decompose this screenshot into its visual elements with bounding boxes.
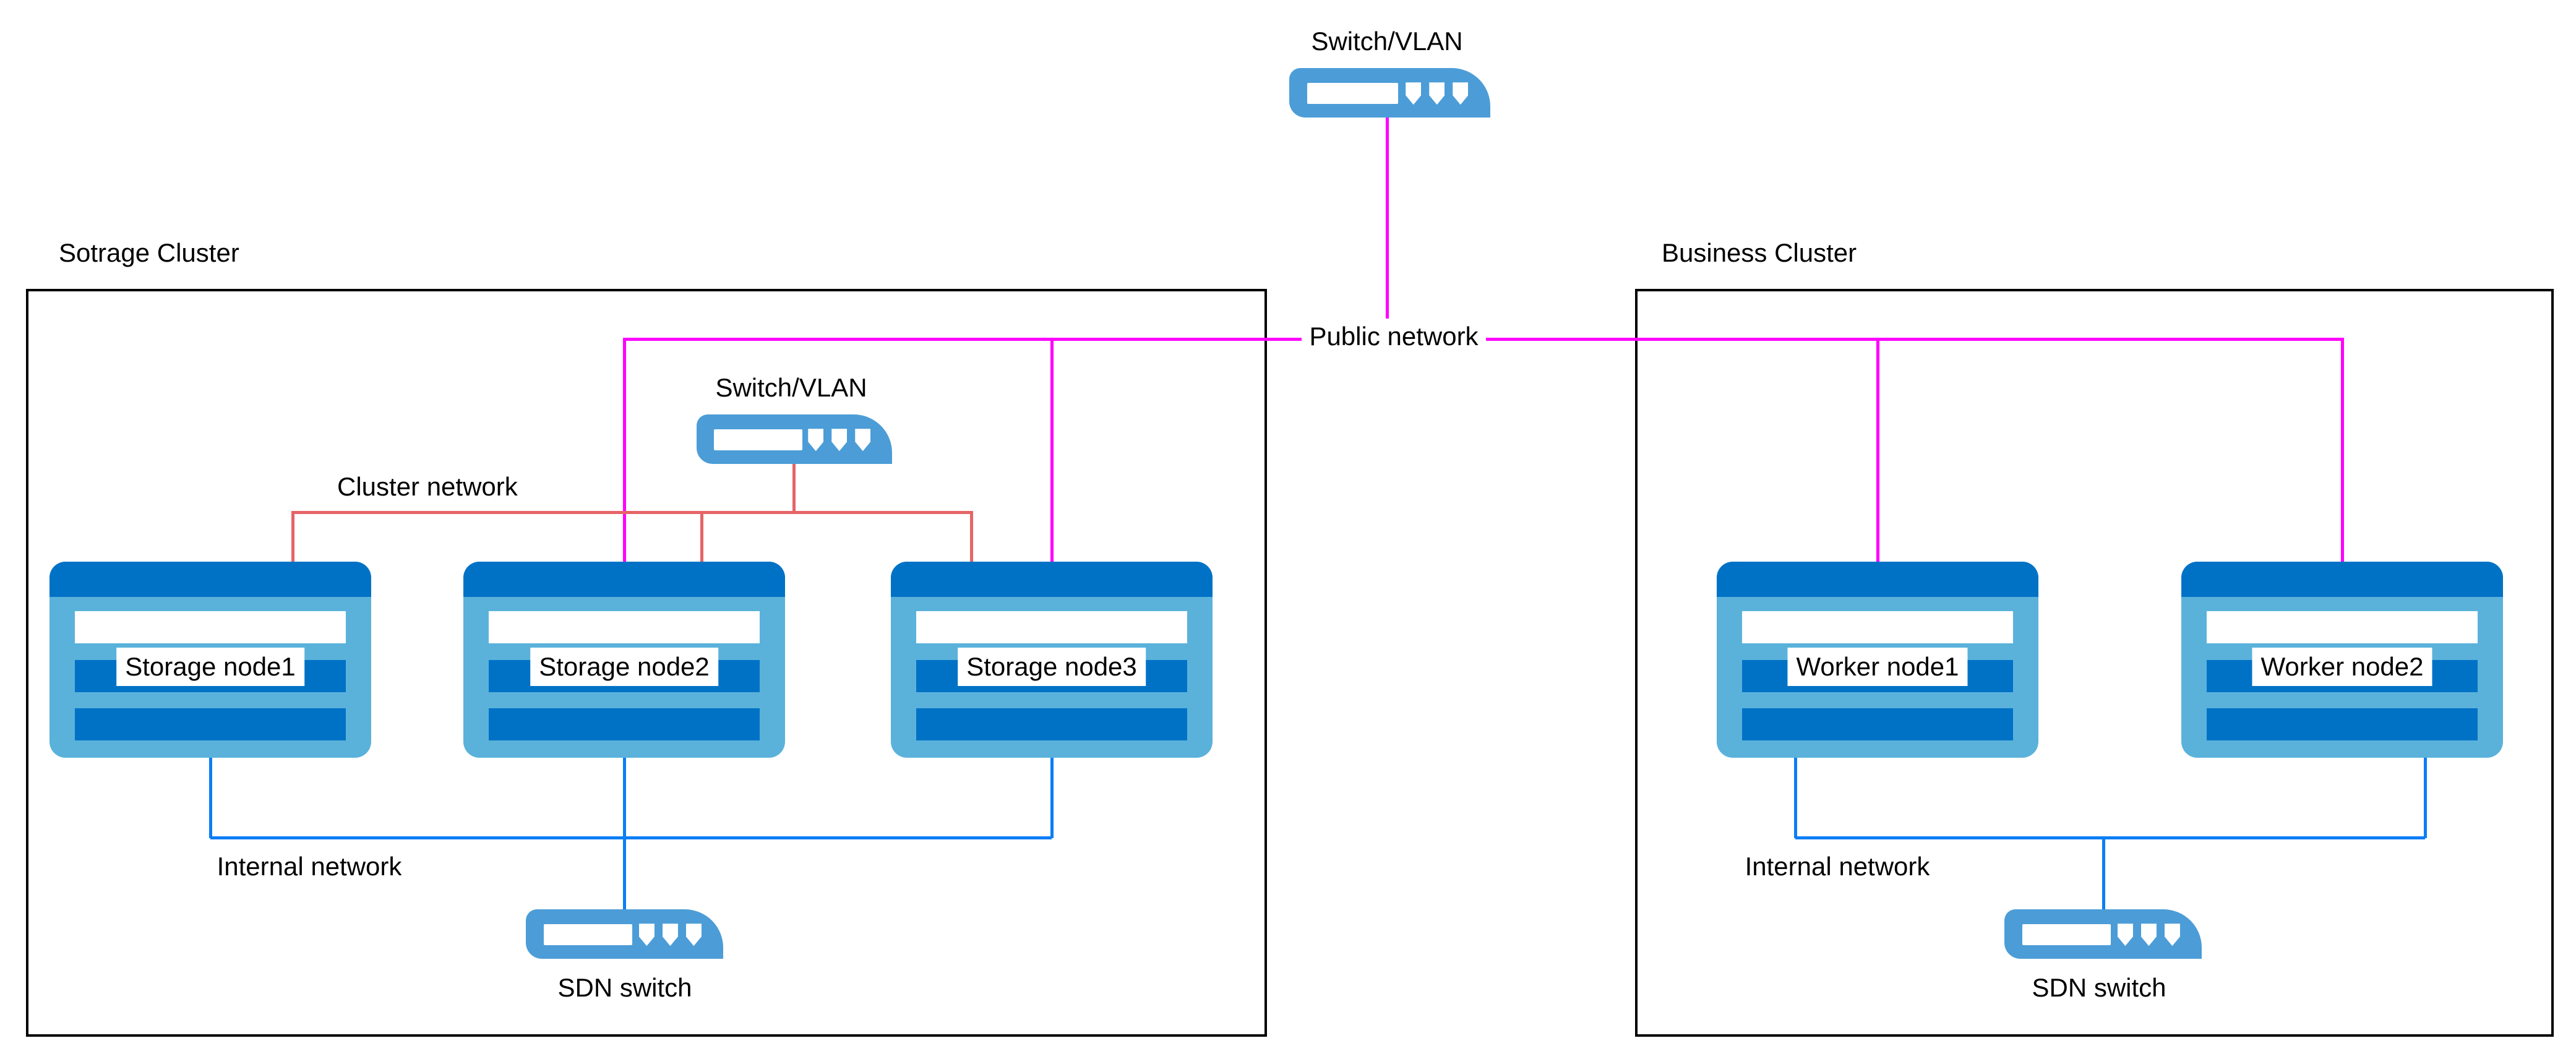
internal-network-storage-node1-riser (209, 758, 212, 838)
internal-network-worker-node2-riser (2424, 758, 2427, 838)
storage-switch-vlan-icon[interactable] (697, 414, 892, 464)
cluster-network-drop-storage-node2 (700, 511, 703, 563)
public-network-line-top-switch-drop (1386, 116, 1389, 339)
worker-node2[interactable]: Worker node2 (2181, 562, 2503, 758)
switch-ports (638, 924, 702, 946)
node-label: Worker node1 (1787, 648, 1968, 686)
node-bar (2207, 708, 2478, 740)
internal-network-storage-node3-riser (1050, 758, 1054, 838)
storage-node2[interactable]: Storage node2 (463, 562, 785, 758)
business-internal-network-label: Internal network (1745, 852, 1930, 881)
business-sdn-switch-label: SDN switch (2032, 973, 2166, 1002)
node-bar (75, 708, 346, 740)
cluster-network-drop-storage-node3 (970, 511, 973, 563)
internal-network-worker-node1-riser (1794, 758, 1797, 838)
node-bar (75, 611, 346, 643)
node-header (463, 562, 785, 597)
public-network-drop-worker-node1 (1876, 338, 1879, 562)
business-cluster-title: Business Cluster (1662, 238, 1857, 267)
switch-ports (2117, 924, 2180, 946)
port-glyph (638, 924, 655, 946)
switch-display (543, 924, 633, 945)
port-glyph (808, 429, 824, 452)
cluster-network-label: Cluster network (337, 472, 518, 501)
internal-network-storage-node2-riser (623, 758, 626, 909)
node-label: Storage node1 (116, 648, 304, 686)
port-glyph (2140, 924, 2157, 946)
port-glyph (2117, 924, 2133, 946)
node-bar (489, 708, 760, 740)
storage-cluster-title: Sotrage Cluster (59, 238, 239, 267)
port-glyph (1429, 82, 1445, 105)
public-network-label: Public network (1208, 319, 1579, 354)
port-glyph (855, 429, 871, 452)
node-bar (916, 611, 1187, 643)
node-bar (2207, 611, 2478, 643)
switch-display (714, 429, 802, 450)
storage-sdn-switch-icon[interactable] (526, 909, 723, 959)
public-network-drop-storage-node3 (1050, 338, 1054, 562)
storage-node1[interactable]: Storage node1 (49, 562, 371, 758)
port-glyph (831, 429, 848, 452)
public-network-drop-worker-node2 (2341, 338, 2344, 562)
port-glyph (685, 924, 702, 946)
cluster-network-line-horizontal (293, 511, 973, 514)
node-header (1717, 562, 2038, 597)
switch-ports (1406, 82, 1469, 105)
node-bar (916, 708, 1187, 740)
node-header (49, 562, 371, 597)
node-label: Worker node2 (2252, 648, 2432, 686)
storage-cluster-box[interactable] (26, 289, 1267, 1037)
internal-network-storage-horizontal (210, 836, 1052, 839)
public-network-drop-storage-node2 (623, 338, 626, 562)
public-switch-vlan-icon[interactable] (1289, 68, 1490, 118)
cluster-network-switch-stub (792, 464, 796, 513)
top-switch-label: Switch/VLAN (1311, 27, 1463, 56)
cluster-network-drop-storage-node1 (291, 511, 294, 563)
storage-internal-network-label: Internal network (217, 852, 402, 881)
switch-ports (808, 429, 871, 452)
storage-node3[interactable]: Storage node3 (891, 562, 1213, 758)
port-glyph (2164, 924, 2180, 946)
internal-network-business-sdn-drop (2102, 838, 2105, 911)
port-glyph (662, 924, 678, 946)
node-bar (1742, 708, 2013, 740)
switch-display (1307, 83, 1398, 104)
node-label: Storage node3 (958, 648, 1146, 686)
node-header (2181, 562, 2503, 597)
node-bar (489, 611, 760, 643)
port-glyph (1406, 82, 1422, 105)
worker-node1[interactable]: Worker node1 (1717, 562, 2038, 758)
business-cluster-box[interactable] (1635, 289, 2554, 1037)
business-sdn-switch-icon[interactable] (2004, 909, 2202, 959)
switch-display (2022, 924, 2111, 945)
node-header (891, 562, 1213, 597)
internal-network-business-horizontal (1795, 836, 2425, 839)
node-label: Storage node2 (530, 648, 718, 686)
node-bar (1742, 611, 2013, 643)
port-glyph (1453, 82, 1469, 105)
storage-switch-label: Switch/VLAN (715, 373, 867, 402)
storage-sdn-switch-label: SDN switch (557, 973, 692, 1002)
